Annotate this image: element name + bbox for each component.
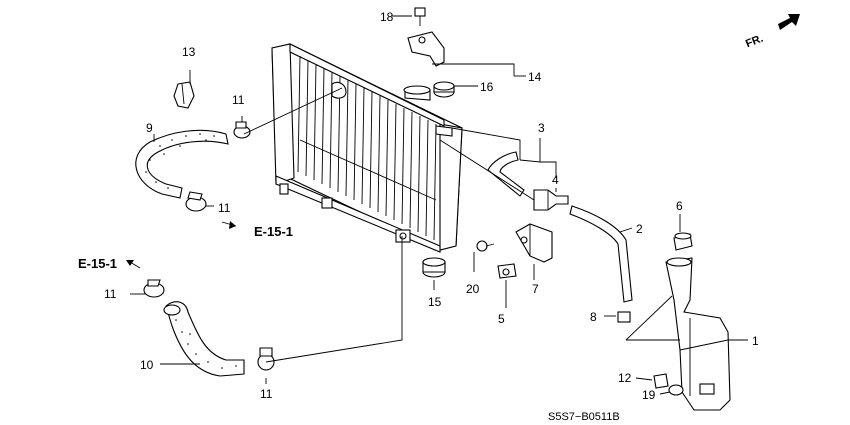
clamp-11d: [257, 347, 275, 371]
callout-11-d: 11: [260, 387, 273, 401]
callout-19: 19: [642, 388, 656, 402]
callout-8: 8: [590, 310, 597, 324]
callout-1: 1: [752, 334, 759, 348]
callout-11-c: 11: [104, 287, 117, 301]
clamp-11b: [185, 191, 207, 212]
plug-8: [617, 311, 631, 323]
callout-10: 10: [140, 358, 154, 372]
callout-labels: 18 13 14 16 11 9 3 4 11 6 2 11 15 20 7 5…: [104, 10, 759, 402]
callout-11-b: 11: [218, 201, 231, 215]
bolt-18: [414, 7, 426, 26]
callout-20: 20: [466, 282, 480, 296]
cushion-16: [433, 81, 455, 98]
reservoir-cap-6: [673, 232, 693, 251]
callout-15: 15: [428, 295, 442, 309]
clamp-11a: [233, 121, 251, 139]
cap-12: [653, 373, 669, 389]
reservoir-tank-1: [665, 257, 731, 411]
lower-hose-10: [163, 301, 245, 377]
overflow-hose-3: [487, 151, 525, 197]
bracket-7: [515, 223, 553, 263]
callout-14: 14: [528, 70, 542, 84]
reference-e15-1-lower: E-15-1: [78, 256, 117, 271]
clamp-11c: [143, 279, 165, 298]
callout-16: 16: [480, 80, 494, 94]
callout-3: 3: [538, 121, 545, 135]
callout-18: 18: [380, 10, 394, 24]
reference-e15-1-upper: E-15-1: [254, 224, 293, 239]
clip-13: [173, 81, 195, 109]
bracket-14: [407, 31, 445, 67]
front-direction-arrow-icon: FR.: [744, 14, 800, 50]
radiator-core: [271, 43, 463, 253]
upper-hose-9: [135, 129, 229, 199]
grommet-5: [497, 263, 517, 279]
joint-4: [533, 189, 569, 211]
callout-4: 4: [552, 173, 559, 187]
callout-9: 9: [146, 121, 153, 135]
cushion-15: [422, 257, 446, 278]
callout-2: 2: [636, 222, 643, 236]
callout-6: 6: [676, 199, 683, 213]
screw-20: [476, 240, 495, 252]
front-direction-label: FR.: [744, 33, 765, 51]
clip-19: [668, 384, 684, 396]
callout-11-a: 11: [232, 93, 245, 107]
leader-lines: [126, 15, 748, 395]
callout-13: 13: [182, 45, 196, 59]
reservoir-tube-2: [569, 205, 633, 303]
reference-labels: E-15-1 E-15-1: [78, 224, 293, 271]
callout-7: 7: [532, 282, 539, 296]
callout-12: 12: [618, 371, 632, 385]
callout-5: 5: [498, 312, 505, 326]
drawing-code: S5S7−B0511B: [548, 411, 620, 423]
